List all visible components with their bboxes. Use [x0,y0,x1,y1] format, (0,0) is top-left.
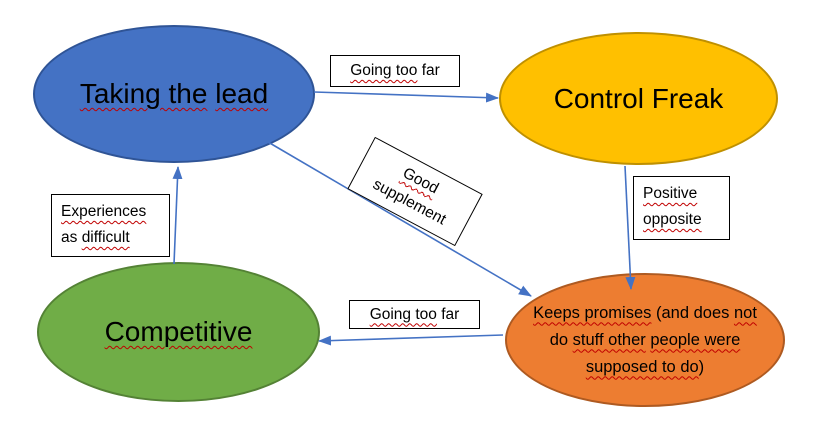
label-going-too-far-bottom-text: Going too far [369,305,460,323]
label-going-too-far-top-text: Going too far [350,62,440,79]
arrow-competitive-to-taking-the-lead[interactable] [172,166,183,265]
arrow-control-freak-to-keeps-promises[interactable] [624,165,636,290]
node-control-freak-label: Control Freak [553,82,724,114]
arrow-keeps-promises-to-competitive[interactable] [318,334,504,346]
arrow-taking-the-lead-to-control-freak[interactable] [313,91,499,103]
node-taking-the-lead-label: Taking the lead [79,78,269,109]
node-competitive-label: Competitive [104,316,253,347]
label-going-too-far-bottom[interactable]: Going too far [349,300,480,329]
node-control-freak[interactable]: Control Freak [499,32,778,165]
node-taking-the-lead[interactable]: Taking the lead [33,25,315,163]
node-competitive[interactable]: Competitive [37,262,320,402]
label-going-too-far-top[interactable]: Going too far [330,55,460,87]
